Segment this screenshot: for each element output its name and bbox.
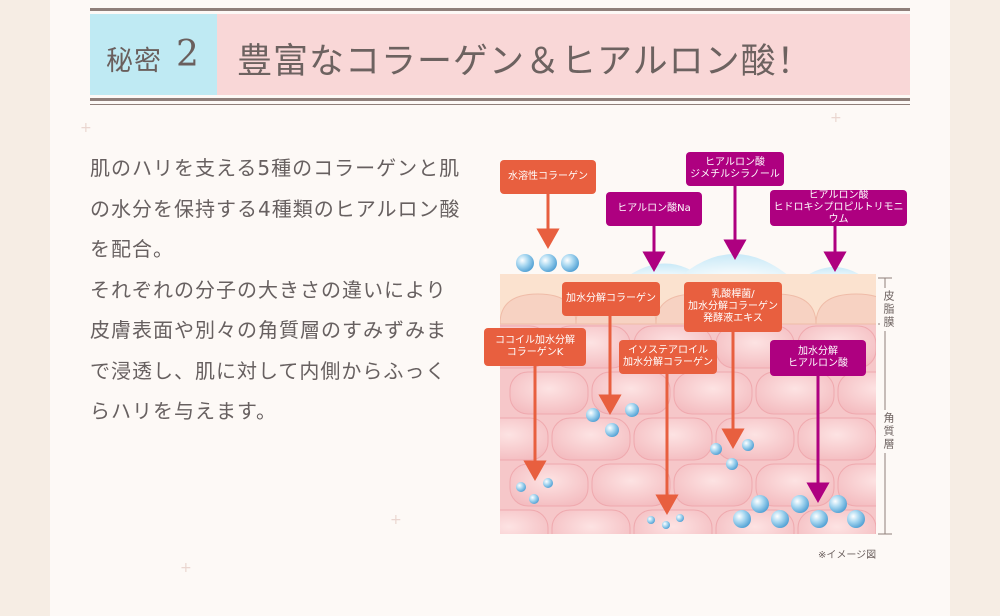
label-ha-na: ヒアルロン酸Na xyxy=(606,192,702,226)
label-isostearoyl-collagen: イソステアロイル 加水分解コラーゲン xyxy=(619,340,717,374)
heading-title: 豊富なコラーゲン＆ヒアルロン酸！ xyxy=(237,42,813,82)
label-water-soluble-collagen: 水溶性コラーゲン xyxy=(500,160,596,194)
secret-number-badge: 秘密 2 xyxy=(90,14,217,95)
secret-label: 秘密 xyxy=(106,46,162,77)
secret-number: 2 xyxy=(176,34,199,75)
label-hydrolyzed-collagen: 加水分解コラーゲン xyxy=(562,282,660,316)
heading-title-box: 豊富なコラーゲン＆ヒアルロン酸！ xyxy=(217,14,910,95)
body-paragraph-2: それぞれの分子の大きさの違いにより皮膚表面や別々の角質層のすみずみまで浸透し、肌… xyxy=(90,277,447,424)
skin-penetration-diagram: 水溶性コラーゲン ヒアルロン酸Na ヒアルロン酸 ジメチルシラノール ヒアルロン… xyxy=(484,148,910,573)
body-paragraph-1: 肌のハリを支える5種のコラーゲンと肌の水分を保持する4種類のヒアルロン酸を配合。 xyxy=(90,156,461,261)
illustration-note: ※イメージ図 xyxy=(818,550,877,561)
label-ha-hydroxypropyltrimonium: ヒアルロン酸 ヒドロキシプロピルトリモニウム xyxy=(770,190,907,226)
layer-label-stratum-corneum: 角質層 xyxy=(880,410,896,453)
layer-label-sebum: 皮脂膜 xyxy=(880,288,896,331)
label-ha-dimethylsilanol: ヒアルロン酸 ジメチルシラノール xyxy=(686,152,784,186)
label-lactic-ferment: 乳酸桿菌/ 加水分解コラーゲン 発酵液エキス xyxy=(684,282,782,332)
label-cocoyl-collagen-k: ココイル加水分解 コラーゲンK xyxy=(484,328,586,366)
section-heading: 秘密 2 豊富なコラーゲン＆ヒアルロン酸！ xyxy=(90,8,910,105)
label-hydrolyzed-ha: 加水分解 ヒアルロン酸 xyxy=(770,340,866,376)
body-text: 肌のハリを支える5種のコラーゲンと肌の水分を保持する4種類のヒアルロン酸を配合。… xyxy=(90,148,465,432)
